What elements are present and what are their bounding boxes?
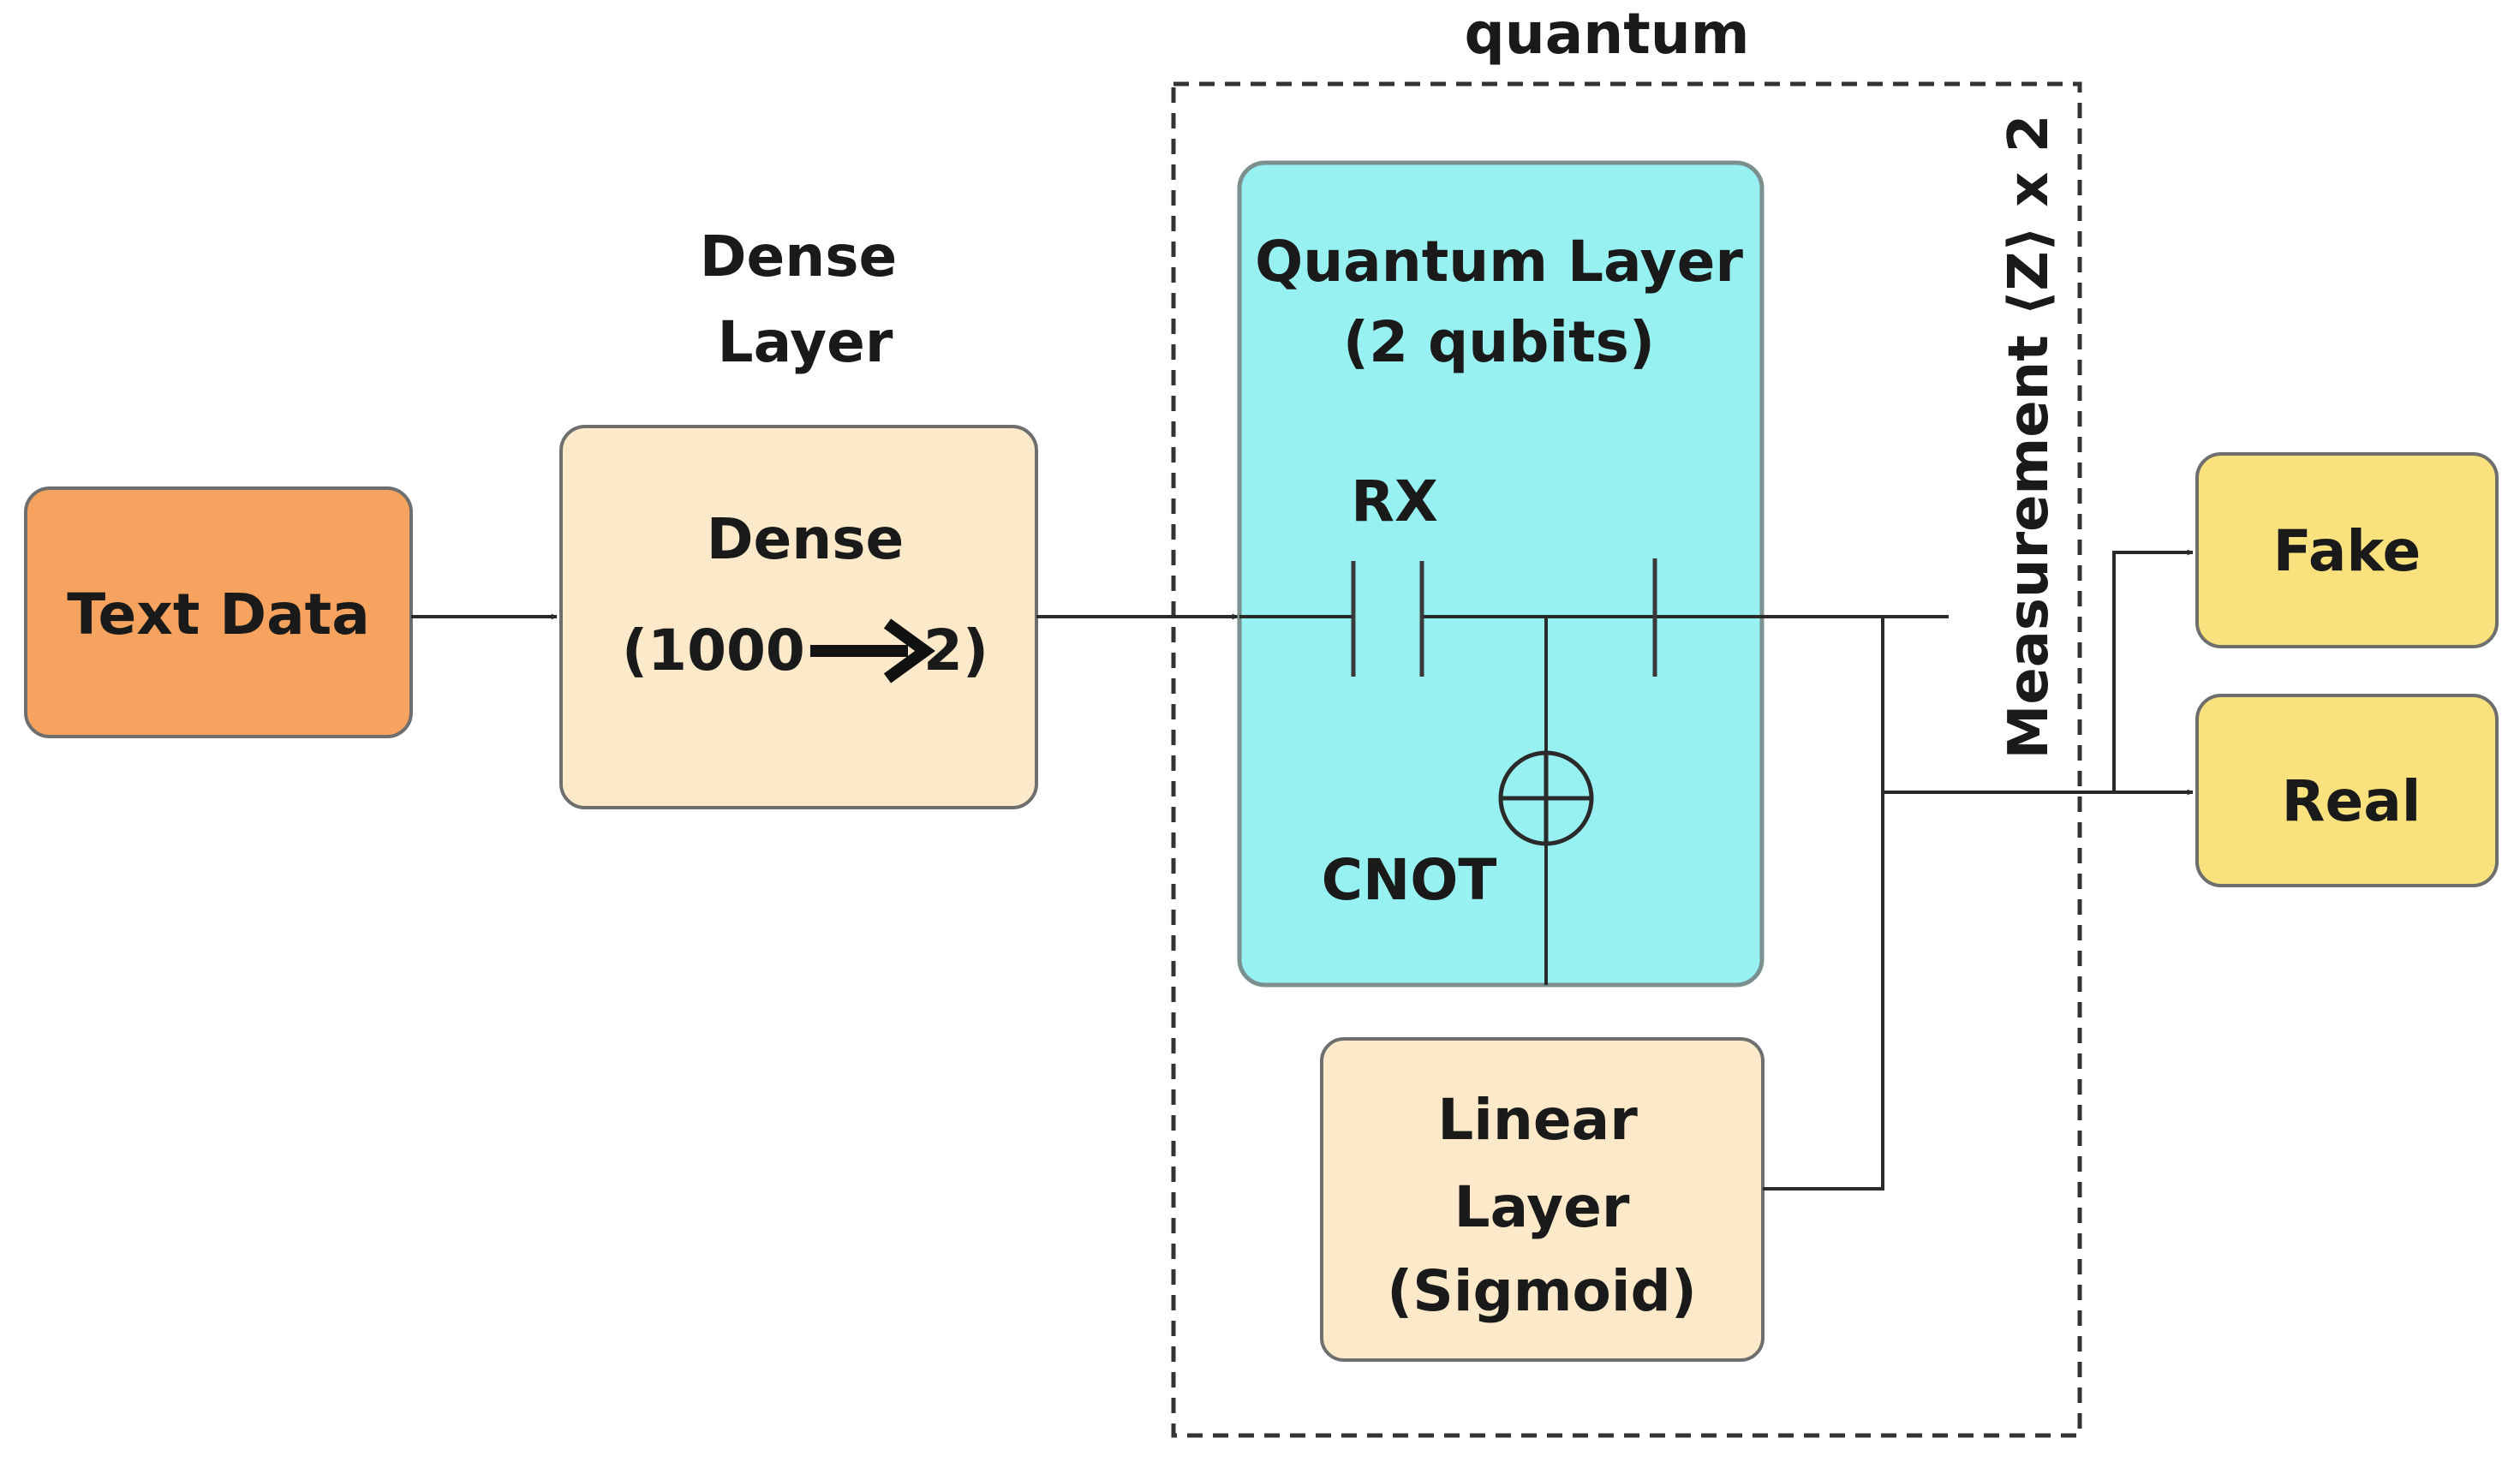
rx-gate-label: RX: [1351, 468, 1438, 534]
dense-caption-line2: Layer: [718, 309, 893, 375]
dense-dims-in: (1000: [622, 618, 805, 683]
quantum-title-line2: (2 qubits): [1343, 309, 1655, 375]
quantum-layer-node[interactable]: [1237, 160, 1765, 988]
output-fake-label: Fake: [2273, 518, 2421, 584]
dense-dims-arrow-icon: [810, 618, 935, 683]
text-data-label: Text Data: [67, 582, 370, 647]
dense-caption-line1: Dense: [700, 224, 898, 289]
linear-line3: (Sigmoid): [1387, 1258, 1697, 1324]
quantum-section-label: quantum: [1464, 1, 1749, 67]
output-fake-node[interactable]: [2195, 452, 2499, 648]
output-real-label: Real: [2282, 768, 2421, 834]
linear-line2: Layer: [1454, 1174, 1630, 1240]
text-data-node[interactable]: [24, 486, 413, 738]
measurement-label: Measurement ⟨Z⟩ x 2: [1997, 115, 2061, 760]
connector-to-fake: [2112, 549, 2194, 792]
linear-line1: Linear: [1437, 1087, 1638, 1153]
dense-dims-out: 2): [923, 618, 988, 683]
dense-title: Dense: [707, 506, 905, 572]
quantum-section-frame: [1171, 81, 2082, 1438]
rx-gate-symbol: [1351, 561, 1424, 677]
linear-layer-node[interactable]: [1320, 1037, 1765, 1362]
quantum-title-line1: Quantum Layer: [1255, 229, 1743, 295]
output-real-node[interactable]: [2195, 694, 2499, 887]
connector-linear-to-bus: [1763, 617, 1884, 1190]
cnot-gate-label: CNOT: [1322, 847, 1497, 913]
cnot-target-icon: [1498, 750, 1594, 846]
